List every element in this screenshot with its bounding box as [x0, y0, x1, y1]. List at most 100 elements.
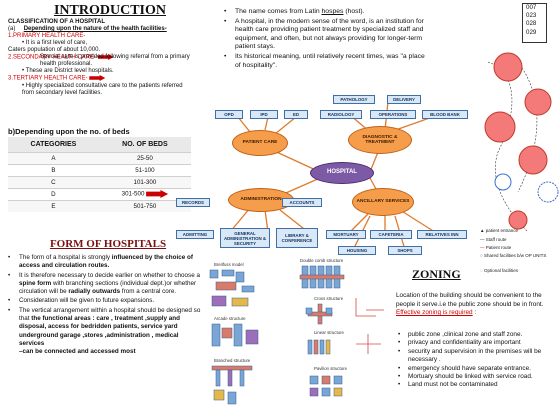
box-relatives-inn: RELATIVES INN — [417, 230, 467, 239]
model-label-cross: Cross structure — [314, 296, 344, 301]
beds-cell: 51-100 — [98, 163, 191, 176]
oval-patient-care: PATIENT CARE — [232, 130, 288, 156]
beds-cell: 25-50 — [98, 151, 191, 164]
classification-block: CLASSIFICATION OF A HOSPITAL (a) Dependi… — [8, 19, 193, 97]
zoning-title: ZONING — [412, 267, 461, 281]
secondary-bullet-2: These are District level hospitals. — [8, 68, 193, 75]
optional-circle — [537, 181, 559, 203]
box-blood-bank: BLOOD BANK — [422, 110, 468, 119]
box-admitting: ADMITTING — [176, 230, 214, 239]
box-ipd: IPD — [250, 110, 278, 119]
header-beds: NO. OF BEDS — [98, 137, 191, 152]
zoning-paragraph: Location of the building should be conve… — [396, 292, 544, 316]
box-cafeteria: CAFETERIA — [370, 230, 412, 239]
list-item: Mortuary should be linked with service r… — [396, 373, 556, 382]
beds-cell: 501-750 — [98, 199, 191, 212]
box-shops: SHOPS — [388, 246, 422, 255]
tertiary-bullet: Highly specialized consultative care to … — [8, 83, 193, 97]
legend-item: — Staff route — [480, 237, 507, 242]
model-label-breitfuss: Breitfuss model — [214, 262, 244, 267]
legend-item: — Patient route — [480, 245, 512, 250]
model-label-linear: Linear structure — [314, 330, 344, 335]
form-list: The form of a hospital is strongly influ… — [6, 254, 204, 358]
history-list: The name comes from Latin hospes (host).… — [222, 8, 432, 71]
list-item: Its historical meaning, until relatively… — [222, 53, 432, 70]
list-item: Consideration will be given to future ex… — [6, 297, 204, 306]
red-arrow-icon — [97, 54, 114, 60]
box-radiology: RADIOLOGY — [320, 110, 362, 119]
model-label-branched: Branched structure — [214, 358, 251, 363]
primary-title: 1.PRIMARY HEALTH CARE- — [8, 33, 86, 39]
list-item: privacy and confidentiality are importan… — [396, 339, 556, 348]
legend: ▲ patient entrance — Staff route — Patie… — [480, 228, 560, 280]
zoning-list: public zone ,clinical zone and staff zon… — [396, 331, 556, 390]
category-cell: C — [8, 175, 99, 188]
secondary-title: 2.SECONDARY HEALTH CARE- — [8, 54, 97, 61]
oval-diagnostic: DIAGNOSTIC & TREATMENT — [348, 126, 412, 154]
box-opd: OPD — [215, 110, 243, 119]
sub-a: (a) Depending upon the nature of the hea… — [8, 26, 193, 33]
box-housing: HOUSING — [338, 246, 376, 255]
red-arrow-icon — [146, 190, 169, 198]
code-item: 028 — [526, 20, 537, 28]
box-mortuary: MORTUARY — [326, 230, 366, 239]
form-title: FORM OF HOSPITALS — [49, 238, 167, 250]
unit-circle — [524, 88, 552, 116]
unit-circle — [508, 210, 528, 230]
beds-cell: 101-300 — [98, 175, 191, 188]
box-library: LIBRARY & CONFERENCE — [276, 228, 318, 248]
unit-circle — [484, 111, 516, 143]
header-categories: CATEGORIES — [8, 137, 99, 152]
box-operations: OPERATIONS — [370, 110, 416, 119]
box-general-admin: GENERAL ADMINISTRATION & SECURITY — [220, 228, 270, 248]
unit-circle — [518, 145, 548, 175]
legend-item: ○ Shared facilities b/w OP UNITS — [480, 253, 547, 258]
model-label-pavilion: Pavilion structure — [314, 366, 347, 371]
box-ed: ED — [284, 110, 308, 119]
classification-title: CLASSIFICATION OF A HOSPITAL — [8, 19, 105, 25]
category-cell: E — [8, 199, 99, 212]
secondary-overlap-text: Special care is provided following refer… — [40, 54, 190, 67]
list-item: The vertical arrangement within a hospit… — [6, 307, 204, 357]
tertiary-title: 3.TERTIARY HEALTH CARE- — [8, 75, 193, 83]
box-records: RECORDS — [176, 198, 210, 207]
patient-flow-diagram — [484, 52, 559, 233]
primary-bullet-1: It is a first level of care, — [8, 40, 193, 47]
hospital-diagram: PATHOLOGY DELIVERY OPD IPD ED RADIOLOGY … — [176, 92, 480, 262]
oval-ancillary: ANCILLARY SERVICES — [352, 188, 414, 216]
code-item: 023 — [526, 12, 537, 20]
list-item: A hospital, in the modern sense of the w… — [222, 18, 432, 52]
unit-circle — [493, 52, 523, 82]
category-cell: B — [8, 163, 99, 176]
sub-a-text: Depending upon the nature of the health … — [23, 26, 167, 32]
category-cell: D — [8, 187, 99, 200]
beds-cell: 301-500 — [98, 187, 191, 200]
structure-sketches — [209, 265, 384, 405]
table-header-row: CATEGORIES NO. OF BEDS — [8, 137, 191, 152]
secondary-row: 2.SECONDARY HEALTH CARE- Special care is… — [8, 54, 193, 67]
code-item: 029 — [526, 28, 537, 36]
intro-title: INTRODUCTION — [53, 3, 166, 18]
primary-bullet-2: Caters population of about 10,000. — [8, 47, 101, 53]
code-item: 007 — [526, 4, 537, 11]
box-delivery: DELIVERY — [387, 95, 421, 104]
list-item: Land must not be contaminated — [396, 381, 556, 390]
model-label-arcade: Arcade structure — [214, 316, 246, 321]
codes-box: 007 023 028 029 — [522, 3, 547, 43]
list-item: security and supervision in the premises… — [396, 348, 556, 365]
list-item: It is therefore necessary to decide earl… — [6, 272, 204, 297]
sub-a-prefix: (a) — [8, 26, 16, 32]
list-item: emergency should have separate entrance. — [396, 365, 556, 374]
list-item: The name comes from Latin hospes (host). — [222, 8, 432, 17]
box-accounts: ACCOUNTS — [282, 198, 322, 207]
list-item: public zone ,clinical zone and staff zon… — [396, 331, 556, 340]
legend-item: ▲ patient entrance — [480, 228, 518, 233]
category-cell: A — [8, 151, 99, 164]
red-arrow-icon — [89, 75, 106, 81]
oval-hospital-hub: HOSPITAL — [310, 162, 374, 184]
